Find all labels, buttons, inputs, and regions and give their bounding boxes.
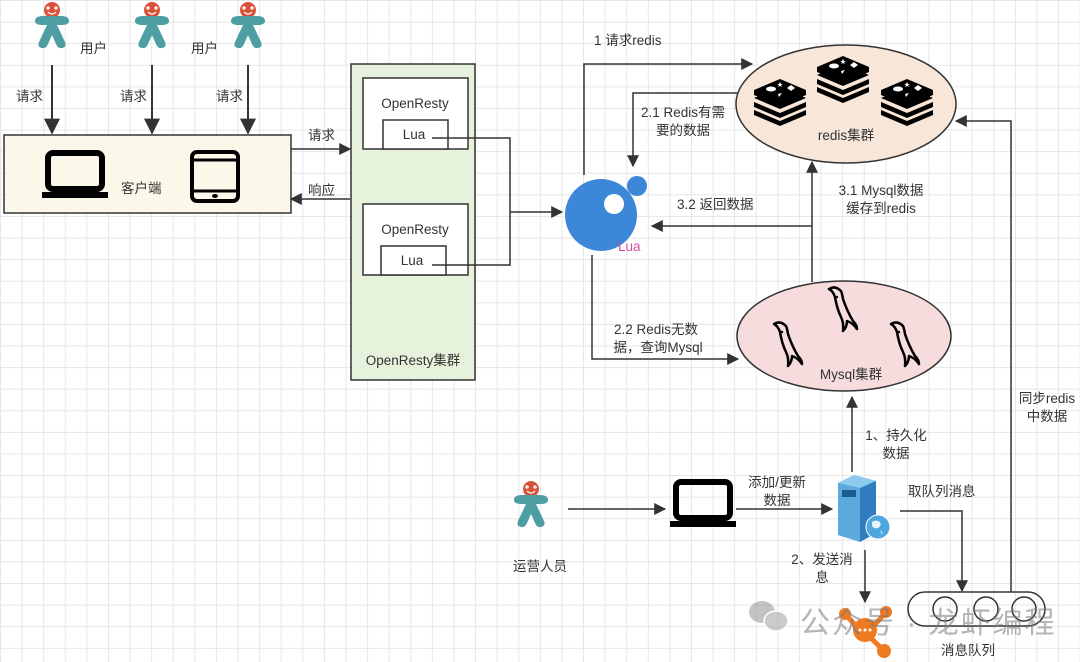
user-label: 用户 (80, 41, 107, 56)
edge-label-query-mysql: 据，查询Mysql (613, 340, 703, 355)
edge-label-send-message: 2、发送消 (791, 552, 853, 567)
user-icon (230, 1, 266, 49)
redis-cluster (735, 44, 957, 164)
edge-request-redis (583, 58, 754, 175)
message-queue-icon (907, 591, 1046, 627)
request-label: 请求 (120, 89, 147, 104)
lua-connector (432, 137, 511, 266)
client-box (3, 134, 292, 214)
edge-sync-redis (954, 115, 1012, 592)
edge-redis-hit (627, 92, 746, 168)
lua-logo-icon (565, 176, 647, 251)
edge-query-mysql (591, 255, 740, 365)
admin-laptop-icon (670, 482, 736, 527)
message-broker-icon (839, 606, 892, 658)
user-label: 用户 (191, 41, 218, 56)
redis-cluster-label: redis集群 (817, 128, 875, 143)
lua-label: Lua (618, 239, 641, 254)
request-label: 请求 (16, 89, 43, 104)
user-icon (34, 1, 70, 49)
edge-label-cache-to-redis: 缓存到redis (846, 201, 916, 216)
edge-label-return-data: 3.2 返回数据 (677, 197, 754, 212)
edge-label-persist: 1、持久化 (865, 428, 927, 443)
edge-label-request-redis: 1 请求redis (594, 33, 662, 48)
edge-label-query-mysql: 2.2 Redis无数 (613, 322, 699, 337)
request-label: 请求 (216, 89, 243, 104)
watermark: 公众号 · 龙虾编程 (800, 607, 1057, 640)
edge-label-take-queue: 取队列消息 (908, 484, 976, 499)
lua-module-box (382, 119, 449, 150)
operator-label: 运营人员 (513, 559, 567, 574)
wechat-icon (749, 601, 789, 632)
openresty-cluster-label: OpenResty集群 (365, 353, 461, 368)
edge-label-add-update: 数据 (763, 493, 791, 508)
tablet-icon (190, 150, 240, 203)
message-queue-label: 消息队列 (941, 643, 995, 658)
user-icon (134, 1, 170, 49)
edge-label-redis-hit: 要的数据 (656, 123, 710, 138)
lua-module-box (380, 245, 447, 276)
edge-label-cache-to-redis: 3.1 Mysql数据 (838, 183, 924, 198)
openresty-node-label: OpenResty (381, 222, 449, 237)
edge-label-sync-redis: 中数据 (1026, 409, 1068, 424)
edge-take-queue (900, 510, 968, 593)
edge-label-send-message: 息 (815, 570, 829, 585)
response-label: 响应 (308, 183, 335, 198)
request-label: 请求 (308, 128, 335, 143)
client-label: 客户端 (121, 181, 162, 196)
lua-module-label: Lua (402, 127, 426, 142)
lua-module-label: Lua (400, 253, 424, 268)
edge-label-redis-hit: 2.1 Redis有需 (640, 105, 726, 120)
mysql-cluster-label: Mysql集群 (819, 367, 883, 382)
edge-label-sync-redis: 同步redis (1018, 391, 1076, 406)
operator-icon (513, 480, 549, 528)
server-icon (838, 475, 891, 542)
edge-label-add-update: 添加/更新 (748, 475, 806, 490)
openresty-node-label: OpenResty (381, 96, 449, 111)
edge-label-persist: 数据 (882, 446, 910, 461)
